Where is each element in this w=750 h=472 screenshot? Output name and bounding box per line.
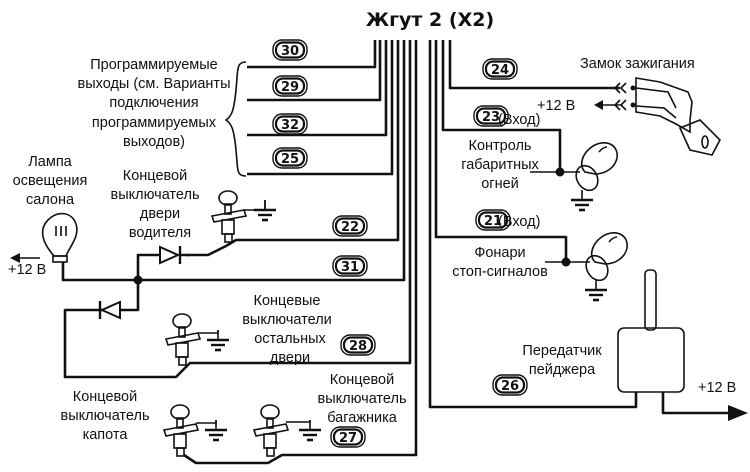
wire-number-badge: 26 <box>491 373 529 397</box>
diode-icon <box>159 245 188 265</box>
cabin-lamp-label: салона <box>26 192 75 208</box>
other-doors-label: двери <box>270 350 310 366</box>
parking-lights-label: Контроль <box>469 138 532 154</box>
harness-title: Жгут 2 (X2) <box>366 9 494 31</box>
wire-number-badge: 25 <box>271 146 309 170</box>
wire-number: 25 <box>281 152 299 167</box>
hood-switch-icon <box>163 404 199 457</box>
wire-number: 29 <box>281 80 299 95</box>
wire-number-badge: 32 <box>271 112 309 136</box>
cabin-lamp-label: Лампа <box>28 154 72 170</box>
wire-number: 30 <box>281 44 299 59</box>
trunk-switch-label: Концевой <box>330 372 394 388</box>
wire-number-badge: 22 <box>331 214 369 238</box>
brake-lights-label: Фонари <box>474 245 525 261</box>
wires <box>10 40 748 465</box>
wire-number: 31 <box>341 260 359 275</box>
arrow-right-icon <box>728 405 748 421</box>
programmable-outputs-label: Программируемые <box>90 57 218 73</box>
wire-number-badge: 27 <box>329 425 367 449</box>
plus12-lamp-label: +12 В <box>8 262 46 278</box>
other-doors-label: остальных <box>254 331 326 347</box>
wire-number-badge: 30 <box>271 38 309 62</box>
wire-number: 22 <box>341 220 359 235</box>
brace <box>224 61 247 177</box>
junction-node <box>133 275 143 285</box>
programmable-outputs-label: выходы (см. Варианты <box>77 76 230 92</box>
trunk-switch-label: выключатель <box>317 391 406 407</box>
programmable-outputs-label: программируемых <box>92 115 217 131</box>
input-21-label: (Вход) <box>498 214 540 230</box>
other-doors-label: Концевые <box>254 293 321 309</box>
door-switch-icon <box>165 313 201 366</box>
parking-lights-label: габаритных <box>461 157 539 173</box>
pager-label: пейджера <box>529 362 596 378</box>
ground-icon <box>583 278 609 302</box>
wire-number: 24 <box>491 63 509 78</box>
parking-light-bulb-icon <box>571 141 619 196</box>
wire-24 <box>448 40 620 90</box>
driver-switch-label: водителя <box>129 225 191 241</box>
door-switch-icon <box>211 190 247 243</box>
ignition-lock-label: Замок зажигания <box>580 56 695 72</box>
cabin-lamp-icon <box>41 212 78 263</box>
wire-21 <box>434 40 568 262</box>
ignition-lock-icon <box>613 77 721 156</box>
diode-icon <box>98 300 121 320</box>
hood-switch-label: Концевой <box>73 389 137 405</box>
wire-number-badge: 24 <box>481 57 519 81</box>
wire-27 <box>183 40 418 465</box>
pager-label: Передатчик <box>522 343 602 359</box>
wire-pager-power <box>661 392 730 415</box>
cabin-lamp-label: освещения <box>13 173 88 189</box>
ground-icon <box>569 188 595 212</box>
wire-number: 23 <box>482 110 500 125</box>
wire-32 <box>247 40 388 137</box>
wire-number: 28 <box>349 339 367 354</box>
wire-28 <box>63 40 412 379</box>
wire-31 <box>61 40 406 282</box>
wire-30 <box>247 40 377 69</box>
plus12-ignition-label: +12 В <box>537 98 575 114</box>
driver-switch-label: выключатель <box>110 187 199 203</box>
hood-switch-label: выключатель <box>60 408 149 424</box>
wire-number-badge: 23 <box>472 104 510 128</box>
wire-25 <box>247 40 394 176</box>
programmable-outputs-label: выходов) <box>123 134 185 150</box>
pager-transmitter-icon <box>617 269 685 393</box>
driver-switch-label: Концевой <box>123 168 187 184</box>
wire-29 <box>247 40 382 102</box>
wire-diode-2-link <box>120 280 140 312</box>
ground-icon <box>297 418 323 442</box>
wire-number: 27 <box>339 431 357 446</box>
wire-number-badge: 21 <box>474 208 512 232</box>
trunk-switch-label: багажника <box>327 410 398 426</box>
brake-light-bulb-icon <box>581 231 629 286</box>
wire-number: 32 <box>281 118 299 133</box>
wire-number: 21 <box>484 214 502 229</box>
wire-number-badge: 29 <box>271 74 309 98</box>
other-doors-label: выключатели <box>242 312 332 328</box>
hood-switch-label: капота <box>83 427 129 443</box>
labels: Программируемые выходы (см. Варианты под… <box>8 56 736 443</box>
trunk-switch-icon <box>253 404 289 457</box>
wire-number-badge: 31 <box>331 254 369 278</box>
plus12-pager-label: +12 В <box>698 380 736 396</box>
input-23-label: (Вход) <box>498 112 540 128</box>
wire-number: 26 <box>501 379 519 394</box>
driver-switch-label: двери <box>140 206 180 222</box>
wire-diode-1-link <box>136 253 160 280</box>
wire-26 <box>428 40 638 409</box>
arrow-left-icon <box>10 253 20 263</box>
brake-lights-label: стоп-сигналов <box>452 264 548 280</box>
arrow-left-icon <box>594 100 603 110</box>
wire-23 <box>441 40 562 172</box>
parking-lights-label: огней <box>481 176 519 192</box>
wire-number-badge: 28 <box>339 333 377 357</box>
programmable-outputs-label: подключения <box>109 95 198 111</box>
wire-22 <box>186 40 400 257</box>
